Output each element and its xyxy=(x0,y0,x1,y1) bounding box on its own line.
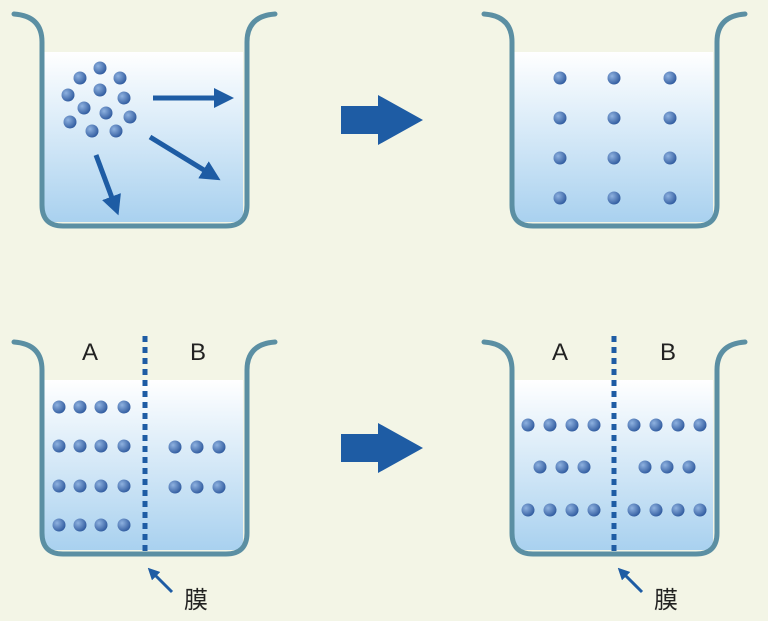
particle xyxy=(113,71,127,85)
membrane-label: 膜 xyxy=(184,586,208,614)
particle xyxy=(607,151,621,165)
beaker-top-after xyxy=(481,11,748,229)
side-a-label: A xyxy=(552,339,568,366)
particle xyxy=(693,418,707,432)
right-block-arrow-icon xyxy=(341,95,423,145)
particle-grid xyxy=(553,71,677,205)
particle xyxy=(117,400,131,414)
particle xyxy=(587,503,601,517)
particle xyxy=(63,115,77,129)
particle xyxy=(649,418,663,432)
particle xyxy=(52,518,66,532)
particle xyxy=(212,440,226,454)
particle xyxy=(73,71,87,85)
particle xyxy=(663,111,677,125)
beaker-top-before xyxy=(11,11,278,229)
particle xyxy=(109,124,123,138)
particle xyxy=(627,418,641,432)
water xyxy=(514,380,713,550)
pointer-arrow-icon xyxy=(147,567,174,594)
particle xyxy=(663,191,677,205)
particle xyxy=(73,479,87,493)
particle xyxy=(52,479,66,493)
beaker-outline xyxy=(11,339,278,557)
particle xyxy=(577,460,591,474)
particle xyxy=(117,518,131,532)
pointer-arrow-icon xyxy=(617,567,644,594)
particle xyxy=(555,460,569,474)
particle xyxy=(73,518,87,532)
particles-side-a xyxy=(52,400,131,532)
particle xyxy=(627,503,641,517)
particle xyxy=(117,479,131,493)
beaker-outline xyxy=(11,11,278,229)
particle xyxy=(521,418,535,432)
particle xyxy=(85,124,99,138)
particle xyxy=(73,439,87,453)
particle-cluster xyxy=(61,61,137,138)
particles-side-a xyxy=(521,418,601,517)
particle xyxy=(123,110,137,124)
particle xyxy=(533,460,547,474)
particle xyxy=(77,101,91,115)
particle xyxy=(693,503,707,517)
particle xyxy=(93,83,107,97)
particle xyxy=(553,151,567,165)
beaker-bottom-before: A B 膜 xyxy=(11,336,278,614)
particle xyxy=(212,480,226,494)
particle xyxy=(99,106,113,120)
particles-side-b xyxy=(627,418,707,517)
water xyxy=(44,380,243,550)
particle xyxy=(61,88,75,102)
diffusion-arrow-diagonal xyxy=(148,134,221,181)
particle xyxy=(190,440,204,454)
particle xyxy=(553,191,567,205)
side-a-label: A xyxy=(82,339,98,366)
particle xyxy=(94,479,108,493)
particle xyxy=(587,418,601,432)
particle xyxy=(117,439,131,453)
right-block-arrow-icon xyxy=(341,423,423,473)
particle xyxy=(565,503,579,517)
particle xyxy=(117,91,131,105)
particle xyxy=(190,480,204,494)
beaker-outline xyxy=(481,339,748,557)
particle xyxy=(649,503,663,517)
particles-side-b xyxy=(168,440,226,494)
particle xyxy=(52,439,66,453)
particle xyxy=(94,400,108,414)
particle xyxy=(638,460,652,474)
particle xyxy=(607,71,621,85)
particle xyxy=(565,418,579,432)
diffusion-arrow-down xyxy=(93,154,121,216)
water xyxy=(514,52,713,222)
particle xyxy=(93,61,107,75)
membrane-label: 膜 xyxy=(654,586,678,614)
particle xyxy=(521,503,535,517)
particle xyxy=(682,460,696,474)
particle xyxy=(168,480,182,494)
particle xyxy=(543,503,557,517)
particle xyxy=(607,191,621,205)
particle xyxy=(663,71,677,85)
particle xyxy=(553,111,567,125)
particle xyxy=(553,71,567,85)
particle xyxy=(168,440,182,454)
water xyxy=(44,52,243,222)
particle xyxy=(52,400,66,414)
side-b-label: B xyxy=(190,339,206,366)
particle xyxy=(73,400,87,414)
particle xyxy=(663,151,677,165)
particle xyxy=(543,418,557,432)
particle xyxy=(671,503,685,517)
particle xyxy=(94,439,108,453)
beaker-outline xyxy=(481,11,748,229)
beaker-bottom-after: A B 膜 xyxy=(481,336,748,614)
particle xyxy=(660,460,674,474)
side-b-label: B xyxy=(660,339,676,366)
particle xyxy=(94,518,108,532)
particle xyxy=(607,111,621,125)
particle xyxy=(671,418,685,432)
